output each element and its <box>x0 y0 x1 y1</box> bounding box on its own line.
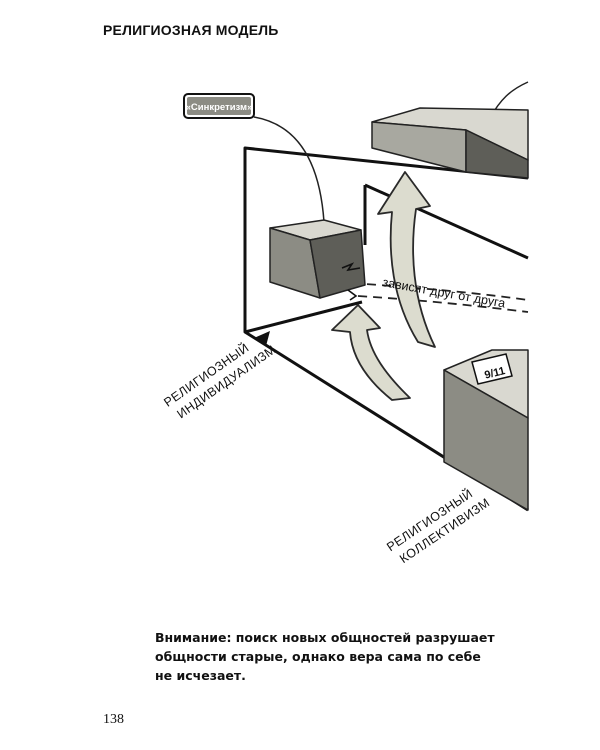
individualism-axis-arrow <box>254 331 270 346</box>
note-line: общности старые, однако вера сама по себ… <box>155 649 481 664</box>
collectivism-axis-label: РЕЛИГИОЗНЫЙ КОЛЛЕКТИВИЗМ <box>384 486 493 566</box>
rising-arrow-upper <box>377 171 436 348</box>
attention-note: Внимание: поиск новых общностей разрушае… <box>155 628 505 685</box>
cube-connector <box>341 262 361 272</box>
event-tag-text: 9/11 <box>483 365 506 382</box>
page-header: РЕЛИГИОЗНАЯ МОДЕЛЬ <box>103 22 279 38</box>
event-tag-card: 9/11 <box>471 353 513 385</box>
cube-connector-lower <box>347 289 358 301</box>
syncretism-callout-line <box>253 116 325 223</box>
note-line: не исчезает. <box>155 668 246 683</box>
note-line: Внимание: поиск новых общностей разрушае… <box>155 630 495 645</box>
dependency-dashes <box>351 282 529 313</box>
syncretism-label: «Синкретизм» <box>186 102 253 113</box>
upward-arrows <box>331 171 436 401</box>
syncretism-cube <box>269 219 366 299</box>
rising-arrow-lower <box>331 304 411 401</box>
syncretism-label-box: «Синкретизм» <box>183 93 255 119</box>
upper-block <box>371 107 529 179</box>
page-number: 138 <box>103 712 124 727</box>
